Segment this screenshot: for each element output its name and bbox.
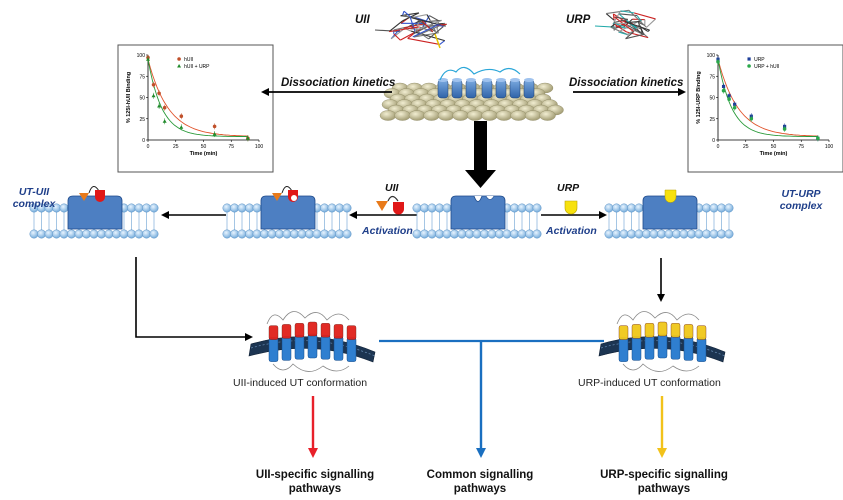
common-pathway-connector: [379, 339, 604, 458]
arrow-central-down: [465, 121, 496, 188]
y-tick-label: 100: [137, 53, 146, 59]
urp-conformation-label: URP-induced UT conformation: [578, 377, 721, 389]
fit-curve: [147, 59, 248, 137]
data-point: [212, 124, 217, 129]
data-point: [727, 94, 731, 98]
uii-ligand-icon: [376, 195, 404, 215]
data-point: [245, 136, 250, 140]
dissociation-kinetics-left-label: Dissociation kinetics: [281, 77, 396, 89]
uii-title: UII: [355, 14, 370, 26]
chart-frame: [117, 44, 274, 173]
y-axis-label: % 125I-URP Binding: [696, 71, 702, 123]
legend-marker: [177, 57, 181, 61]
legend-label: URP + hUII: [754, 64, 779, 70]
data-point: [151, 82, 156, 87]
data-point: [727, 97, 731, 101]
activation-left-label: Activation: [362, 225, 413, 237]
y-tick-label: 0: [712, 138, 715, 144]
x-tick-label: 50: [201, 144, 207, 150]
x-axis-label: Time (min): [190, 151, 218, 157]
legend-label: hUII: [184, 57, 193, 63]
uii-conformation-label: UII-induced UT conformation: [233, 377, 368, 389]
legend-marker: [747, 64, 751, 68]
ut-conformation-urp-illustration: [598, 311, 726, 372]
data-point: [179, 114, 184, 118]
urp-ligand-label: URP: [557, 182, 580, 194]
data-point: [162, 105, 167, 110]
x-tick-label: 100: [825, 144, 834, 150]
x-axis-label: Time (min): [760, 151, 788, 157]
legend-marker: [747, 57, 751, 61]
x-tick-label: 75: [798, 144, 804, 150]
x-tick-label: 0: [717, 144, 720, 150]
data-point: [816, 136, 820, 141]
y-axis-label: % 125I-hUII Binding: [126, 72, 132, 123]
data-point: [157, 91, 161, 96]
data-point: [179, 125, 184, 129]
y-tick-label: 25: [139, 117, 145, 123]
data-point: [733, 102, 737, 106]
uii-ligand-label: UII: [385, 182, 399, 194]
membrane-ut-urp-activated: [604, 189, 734, 239]
y-tick-label: 50: [139, 96, 145, 102]
y-tick-label: 0: [142, 138, 145, 144]
data-point: [732, 105, 737, 110]
data-point: [749, 116, 754, 121]
data-point: [721, 84, 726, 89]
data-point: [716, 60, 720, 64]
x-tick-label: 50: [771, 144, 777, 150]
x-tick-label: 100: [255, 144, 264, 150]
y-tick-label: 75: [139, 74, 145, 80]
data-point: [146, 57, 150, 61]
y-tick-label: 50: [709, 96, 715, 102]
membrane-ut-uii-activated: [222, 186, 352, 239]
data-point: [151, 93, 156, 98]
arrow-uii-complex-to-conformation: [135, 257, 253, 341]
y-tick-label: 100: [707, 53, 716, 59]
membrane-ut-uii-complex: [29, 186, 159, 239]
legend-label: URP: [754, 57, 765, 63]
x-tick-label: 75: [228, 144, 234, 150]
ut-conformation-uii-illustration: [248, 311, 376, 372]
data-point: [157, 104, 162, 108]
dissociation-kinetics-right-label: Dissociation kinetics: [569, 77, 684, 89]
fit-curve: [717, 59, 818, 137]
data-point: [162, 119, 167, 123]
y-tick-label: 25: [709, 117, 715, 123]
fit-curve: [147, 59, 248, 137]
urp-title: URP: [566, 14, 591, 26]
chart-frame: [687, 44, 843, 173]
x-tick-label: 25: [743, 144, 749, 150]
legend-marker: [177, 64, 182, 68]
data-point: [721, 88, 726, 93]
uii-molecule-structure: [374, 10, 447, 49]
x-tick-label: 0: [147, 144, 150, 150]
x-tick-label: 25: [173, 144, 179, 150]
urp-ligand-icon: [564, 200, 578, 215]
receptor-surface-illustration: [379, 66, 564, 121]
membrane-ut-apo: [412, 195, 542, 239]
legend-label: hUII + URP: [184, 64, 210, 70]
data-point: [212, 132, 217, 136]
data-point: [782, 127, 787, 131]
urp-molecule-structure: [594, 9, 656, 40]
activation-right-label: Activation: [546, 225, 597, 237]
y-tick-label: 75: [709, 74, 715, 80]
